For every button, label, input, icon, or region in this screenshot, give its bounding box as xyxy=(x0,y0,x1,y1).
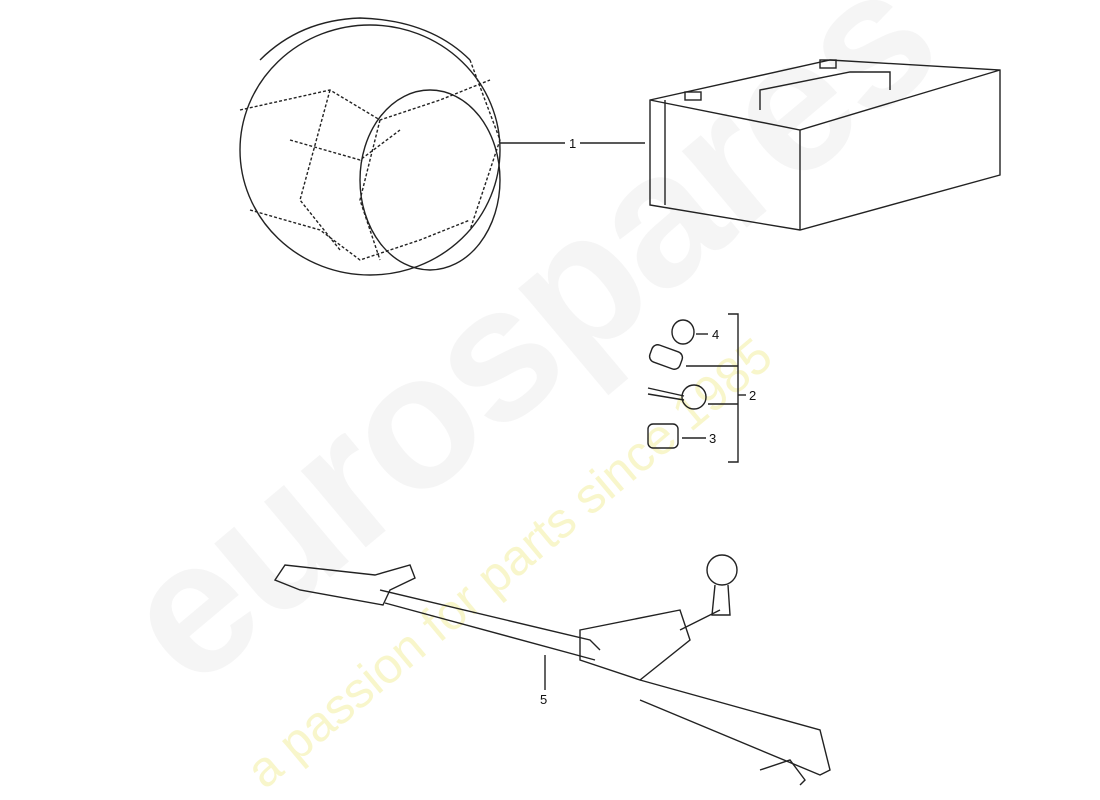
callout-5: 5 xyxy=(540,692,548,707)
storage-case-illustration xyxy=(649,59,1001,231)
snow-chain-illustration xyxy=(239,17,501,276)
lock-parts-illustration xyxy=(647,313,746,463)
callout-4: 4 xyxy=(712,327,720,342)
callout-1: 1 xyxy=(569,136,577,151)
callout-3: 3 xyxy=(709,431,717,446)
tow-hitch-illustration xyxy=(273,554,831,786)
callout-2: 2 xyxy=(749,388,757,403)
